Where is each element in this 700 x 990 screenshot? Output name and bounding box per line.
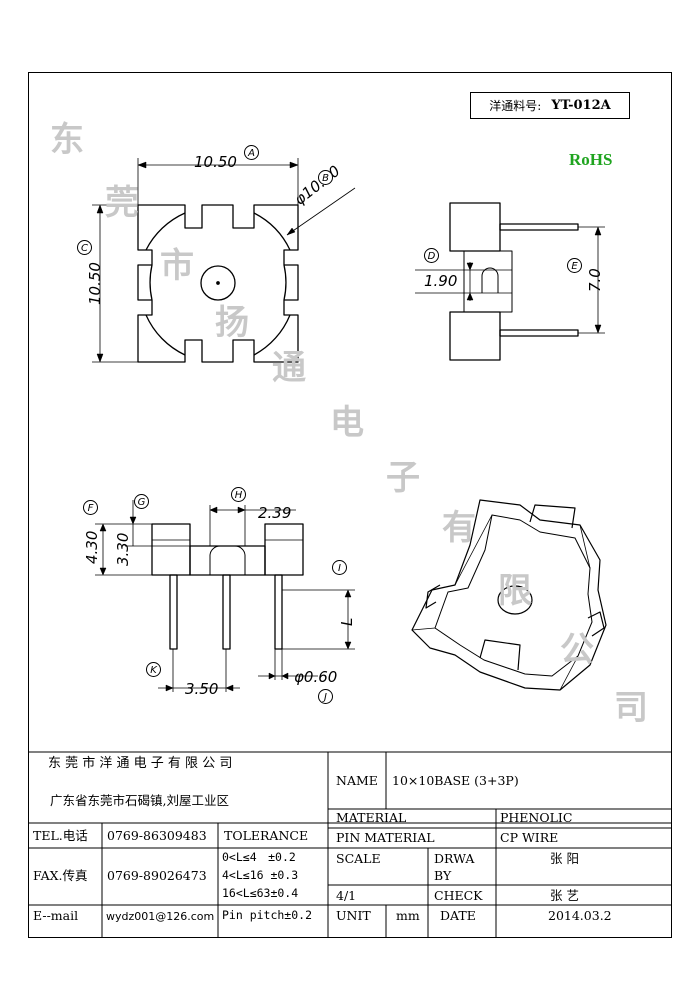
pin-material-value: CP WIRE [500,830,559,845]
name-label: NAME [336,773,378,788]
material-value: PHENOLIC [500,810,573,825]
tolerance-row: 4<L≤16 ±0.3 [222,868,299,882]
check-label: CHECK [434,888,483,903]
scale-value: 4/1 [336,888,357,903]
tolerance-row: 0<L≤4 ±0.2 [222,850,296,864]
company-address: 广东省东莞市石碣镇,刘屋工业区 [50,793,229,808]
callout-i: I [332,560,347,575]
callout-h: H [231,487,246,502]
drawing-sheet-border [28,72,672,938]
title-block-lines [28,751,672,938]
callout-d: D [424,248,439,263]
top-view-arc-l [149,264,153,301]
top-view-arc-r [283,264,287,301]
unit-label: UNIT [336,908,371,923]
top-view [92,158,356,363]
watermark-char: 扬 [215,303,249,343]
top-view-arc-tl [145,212,186,251]
watermark-char: 电 [330,403,364,443]
side-view [415,202,605,361]
email-label: E--mail [33,908,79,923]
watermark-char: 公 [560,630,594,670]
watermark-char: 莞 [105,183,139,223]
drawn-by-value: 张 阳 [550,851,579,866]
callout-b: B [318,170,333,185]
top-view-arc-tr [253,212,291,251]
dimension-d: 1.90 [424,272,458,290]
front-view [95,500,355,692]
callout-e: E [567,258,582,273]
dimension-k: 3.50 [185,680,219,698]
part-number-label: 洋通料号: [489,99,542,113]
watermark-char: 限 [498,571,532,611]
callout-c: C [77,240,92,255]
fax-label: FAX.传真 [33,868,88,883]
material-label: MATERIAL [336,810,407,825]
watermark-char: 东 [50,120,84,160]
scale-label: SCALE [336,851,381,866]
dimension-j: φ0.60 [294,668,338,686]
dimension-i: L [338,617,356,626]
tel-value: 0769-86309483 [107,828,207,843]
dimension-h: 2.39 [258,504,292,522]
tel-label: TEL.电话 [33,828,88,843]
dimension-a: 10.50 [194,153,237,171]
check-value: 张 艺 [550,888,579,903]
top-view-arc-bl [145,314,186,356]
email-value: wydz001@126.com [106,910,215,923]
fax-value: 0769-89026473 [107,868,207,883]
callout-a: A [244,145,259,160]
drawn-by-label: DRWA [434,851,475,866]
callout-k: K [146,662,161,677]
dimension-g: 3.30 [114,532,132,566]
tolerance-row: 16<L≤63±0.4 [222,886,299,900]
callout-g: G [134,494,149,509]
watermark-char: 市 [160,246,194,286]
company-name: 东 莞 市 洋 通 电 子 有 限 公 司 [48,756,233,771]
name-value: 10×10BASE (3+3P) [392,773,519,788]
callout-f: F [83,500,98,515]
unit-value: mm [396,908,420,923]
top-view-center-hole [200,265,236,301]
top-view-arc-br [253,314,291,356]
date-value: 2014.03.2 [548,908,612,923]
part-number-box: 洋通料号: YT-012A [470,92,630,119]
part-number: YT-012A [551,98,611,113]
tolerance-row: Pin pitch±0.2 [222,908,313,922]
dimension-e: 7.0 [586,268,604,292]
tolerance-label: TOLERANCE [224,828,309,843]
drawn-by-label-2: BY [434,868,452,883]
rohs-mark: RoHS [569,150,613,169]
watermark-char: 通 [272,348,306,388]
watermark-char: 子 [386,458,420,498]
pin-material-label: PIN MATERIAL [336,830,435,845]
watermark-char: 司 [614,688,648,728]
date-label: DATE [440,908,476,923]
isometric-view [411,499,607,691]
callout-j: J [318,689,333,704]
dimension-c: 10.50 [86,262,104,305]
watermark-char: 有 [442,508,476,548]
dimension-f: 4.30 [83,530,101,564]
